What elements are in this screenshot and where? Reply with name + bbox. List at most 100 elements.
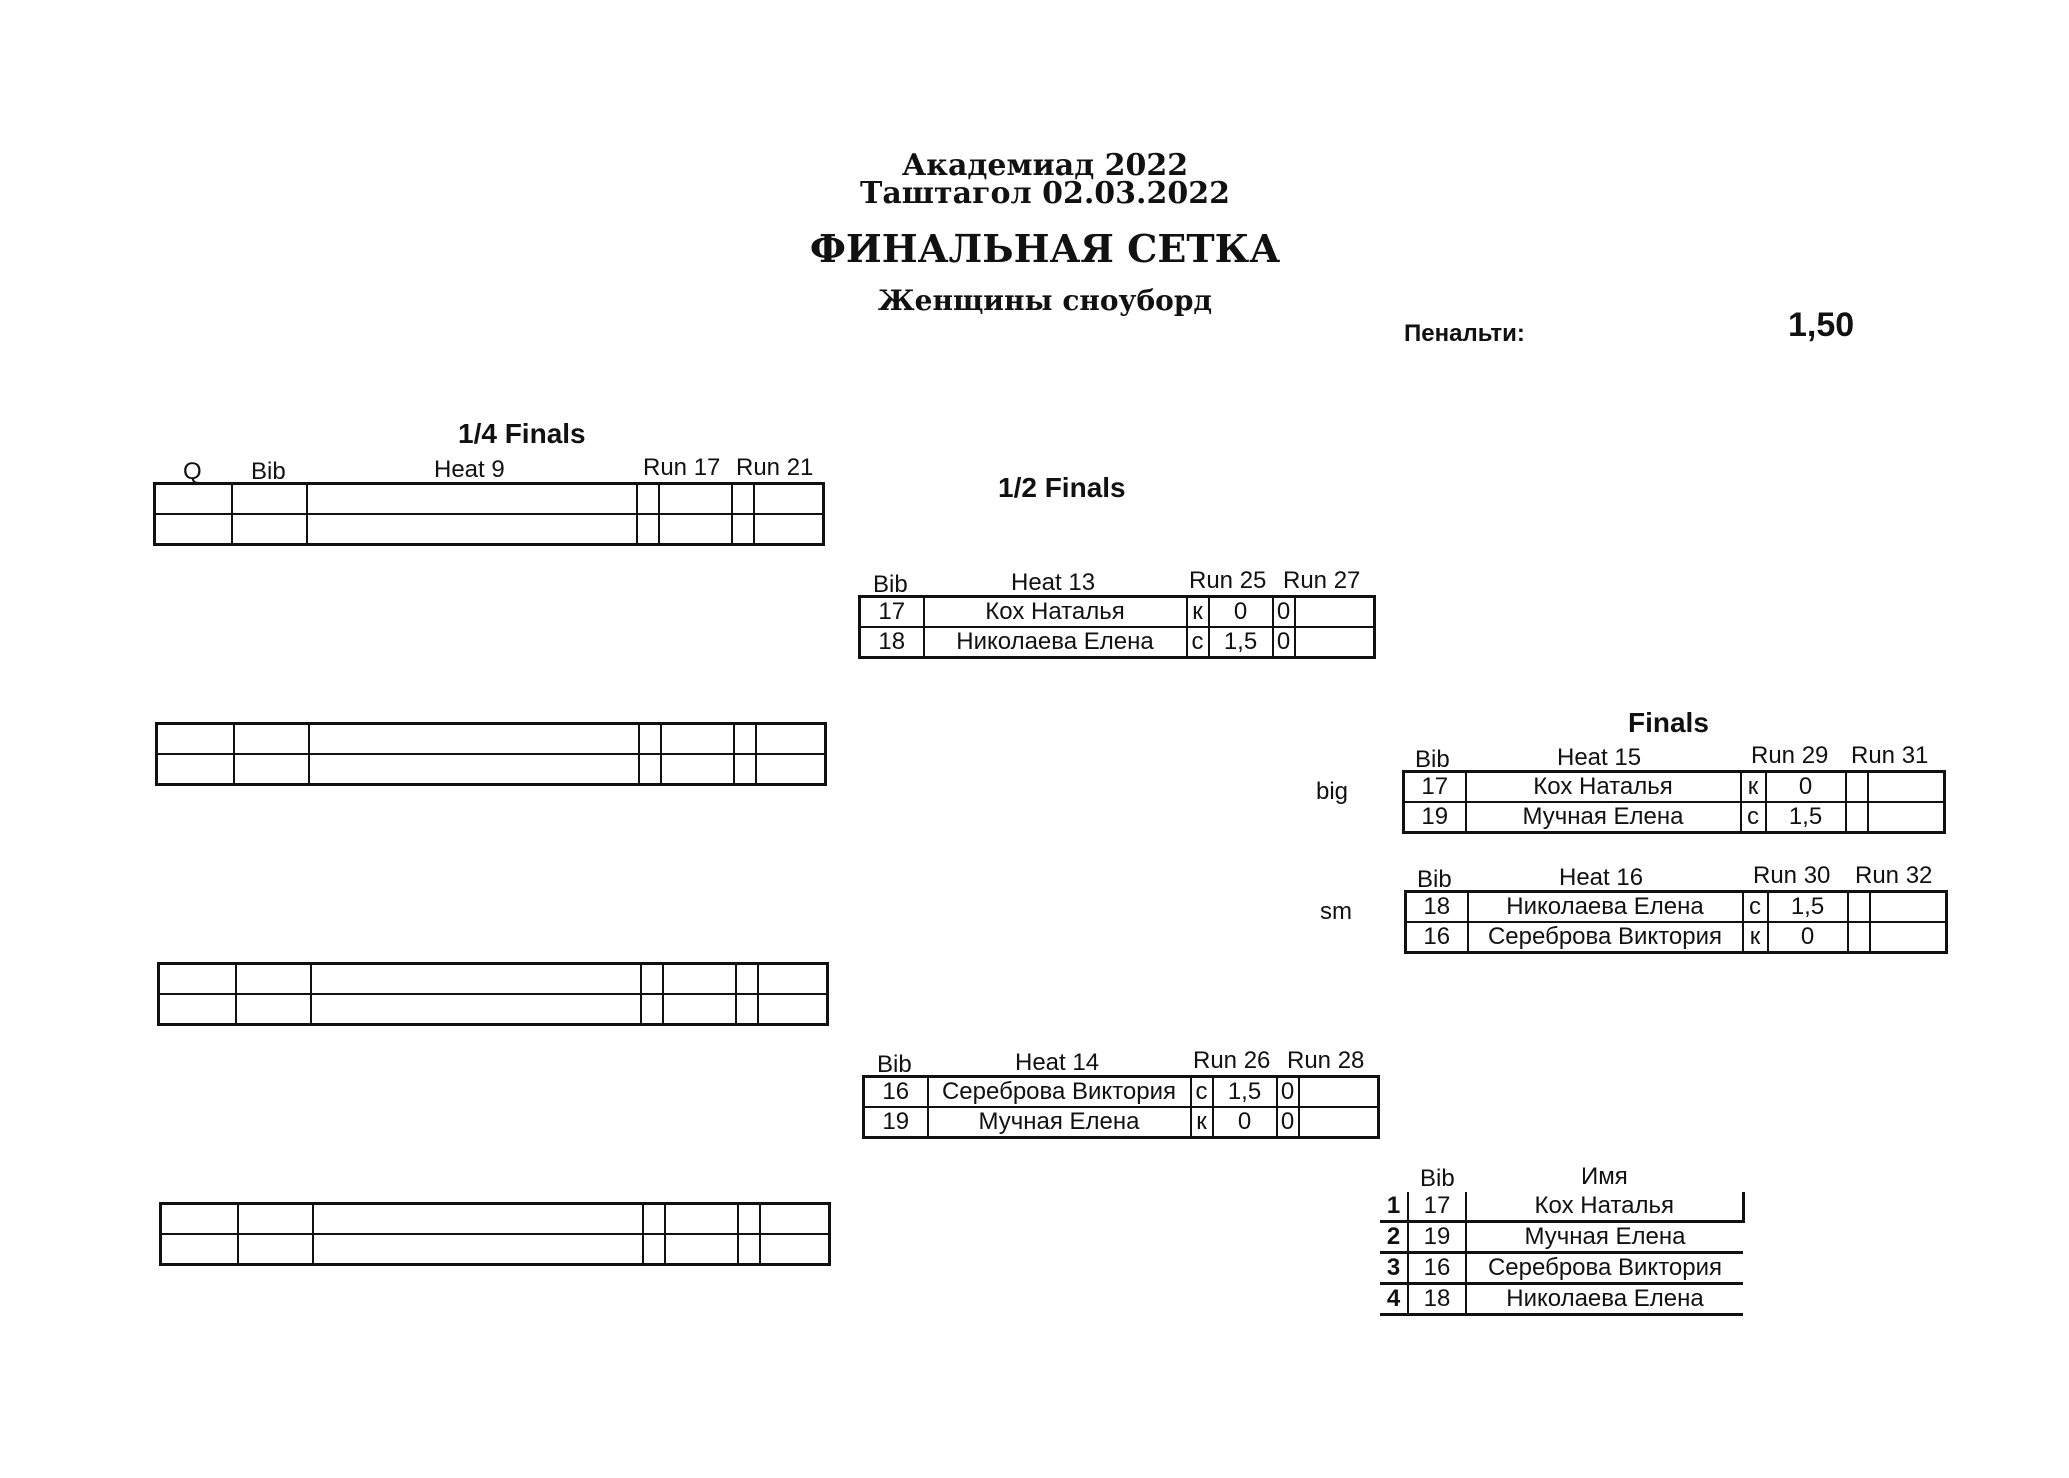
course-cell: с — [1185, 626, 1210, 659]
course-cell: с — [1189, 1075, 1214, 1108]
bib-cell: 19 — [1408, 1221, 1467, 1254]
heat13-table: 17 Кох Наталья к 0 0 18 Николаева Елена … — [858, 595, 1376, 659]
table-row: 19 Мучная Елена с 1,5 — [1402, 801, 1946, 834]
table-row — [155, 722, 827, 755]
run2-cell — [1868, 890, 1948, 923]
table-row — [155, 753, 827, 786]
results-col-bib: Bib — [1420, 1165, 1455, 1192]
heat13-col-bib: Bib — [873, 571, 908, 598]
penalty-cell — [1846, 890, 1871, 923]
heat16-col-heat: Heat 16 — [1559, 864, 1644, 891]
bib-cell: 17 — [1402, 770, 1467, 803]
heat14-col-run-b: Run 28 — [1287, 1047, 1365, 1074]
penalty-cell: 0 — [1275, 1106, 1300, 1139]
bib-cell: 18 — [1404, 890, 1469, 923]
time-cell: 1,5 — [1764, 801, 1847, 834]
table-row: 3 16 Сереброва Виктория — [1380, 1252, 1743, 1285]
heat16-col-bib: Bib — [1417, 866, 1452, 893]
time-cell: 0 — [1211, 1106, 1278, 1139]
time-cell: 0 — [1764, 770, 1847, 803]
place-date: Таштагол 02.03.2022 — [860, 176, 1230, 211]
name-cell: Мучная Елена — [1464, 801, 1742, 834]
penalty-value: 1,50 — [1788, 306, 1855, 344]
bib-cell: 18 — [1408, 1283, 1467, 1316]
run2-cell — [1866, 770, 1946, 803]
col-heat-header: Heat 9 — [434, 456, 505, 483]
table-row — [153, 513, 825, 546]
penalty-label: Пенальти: — [1404, 320, 1525, 347]
results-col-name: Имя — [1581, 1163, 1628, 1190]
finals-title: Finals — [1628, 707, 1709, 738]
heat15-col-bib: Bib — [1415, 746, 1450, 773]
bib-cell: 16 — [862, 1075, 929, 1108]
col-q-header: Q — [183, 458, 202, 485]
penalty-cell: 0 — [1271, 626, 1296, 659]
table-row: 2 19 Мучная Елена — [1380, 1221, 1743, 1254]
document-title: ФИНАЛЬНАЯ СЕТКА — [809, 226, 1281, 271]
col-bib-header: Bib — [251, 458, 286, 485]
final-results-table: 1 17 Кох Наталья 2 19 Мучная Елена 3 16 … — [1380, 1192, 1745, 1316]
quarter-heat-1-table — [153, 482, 825, 546]
heat13-col-run-b: Run 27 — [1283, 567, 1361, 594]
big-final-label: big — [1316, 778, 1349, 805]
heat15-col-heat: Heat 15 — [1557, 744, 1642, 771]
table-row: 17 Кох Наталья к 0 0 — [858, 595, 1376, 628]
table-row: 16 Сереброва Виктория к 0 — [1404, 921, 1948, 954]
run2-cell — [1297, 1106, 1380, 1139]
bib-cell: 17 — [858, 595, 925, 628]
place-cell: 2 — [1380, 1221, 1409, 1254]
penalty-cell — [1846, 921, 1871, 954]
table-row: 16 Сереброва Виктория с 1,5 0 — [862, 1075, 1380, 1108]
heat14-col-heat: Heat 14 — [1015, 1049, 1100, 1076]
heat15-table: 17 Кох Наталья к 0 19 Мучная Елена с 1,5 — [1402, 770, 1946, 834]
time-cell: 1,5 — [1766, 890, 1849, 923]
time-cell: 1,5 — [1207, 626, 1274, 659]
quarter-heat-2-table — [155, 722, 827, 786]
heat13-col-heat: Heat 13 — [1011, 569, 1096, 596]
name-cell: Николаева Елена — [1466, 1283, 1743, 1316]
bib-cell: 19 — [1402, 801, 1467, 834]
course-cell: к — [1741, 921, 1769, 954]
heat16-col-run-b: Run 32 — [1855, 862, 1933, 889]
bib-cell: 16 — [1404, 921, 1469, 954]
penalty-cell: 0 — [1271, 595, 1296, 628]
place-cell: 3 — [1380, 1252, 1409, 1285]
name-cell: Кох Наталья — [1464, 770, 1742, 803]
course-cell: к — [1739, 770, 1767, 803]
run2-cell — [1297, 1075, 1380, 1108]
heat15-col-run-a: Run 29 — [1751, 742, 1829, 769]
name-cell: Николаева Елена — [1466, 890, 1744, 923]
penalty-cell: 0 — [1275, 1075, 1300, 1108]
heat13-col-run-a: Run 25 — [1189, 567, 1267, 594]
run2-cell — [1293, 595, 1376, 628]
bib-cell: 19 — [862, 1106, 929, 1139]
col-run-a-header: Run 17 — [643, 454, 721, 481]
table-row — [157, 993, 829, 1026]
heat16-col-run-a: Run 30 — [1753, 862, 1831, 889]
name-cell: Мучная Елена — [926, 1106, 1192, 1139]
col-run-b-header: Run 21 — [736, 454, 814, 481]
penalty-cell — [1844, 801, 1869, 834]
name-cell: Сереброва Виктория — [1466, 921, 1744, 954]
table-row: 1 17 Кох Наталья — [1380, 1192, 1745, 1223]
table-row — [159, 1233, 831, 1266]
name-cell: Сереброва Виктория — [926, 1075, 1192, 1108]
bib-cell: 17 — [1408, 1192, 1467, 1223]
quarter-heat-3-table — [157, 962, 829, 1026]
name-cell: Кох Наталья — [1466, 1192, 1745, 1223]
bib-cell: 16 — [1408, 1252, 1467, 1285]
heat14-table: 16 Сереброва Виктория с 1,5 0 19 Мучная … — [862, 1075, 1380, 1139]
run2-cell — [1866, 801, 1946, 834]
penalty-cell — [1844, 770, 1869, 803]
time-cell: 0 — [1207, 595, 1274, 628]
table-row — [159, 1202, 831, 1235]
quarter-finals-title: 1/4 Finals — [458, 418, 586, 449]
time-cell: 0 — [1766, 921, 1849, 954]
name-cell: Сереброва Виктория — [1466, 1252, 1743, 1285]
small-final-label: sm — [1320, 898, 1352, 925]
place-cell: 1 — [1380, 1192, 1409, 1223]
table-row: 18 Николаева Елена с 1,5 — [1404, 890, 1948, 923]
course-cell: с — [1741, 890, 1769, 923]
table-row: 18 Николаева Елена с 1,5 0 — [858, 626, 1376, 659]
table-row: 4 18 Николаева Елена — [1380, 1283, 1743, 1316]
